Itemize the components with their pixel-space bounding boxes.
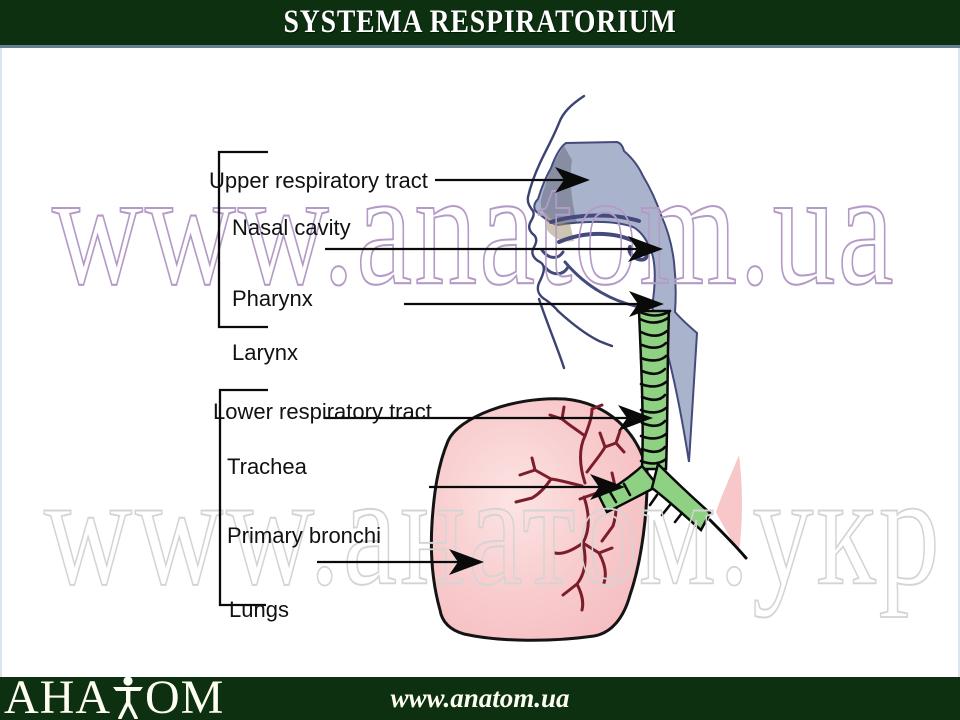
lung-shape [429,397,649,642]
logo-suffix: ОМ [145,671,225,720]
site-url: www.anatom.ua [390,683,570,713]
right-lung-edge [716,455,742,553]
vitruvian-t-icon [113,676,143,719]
upper-tract-bracket [217,150,268,329]
nasal-shadow [540,146,577,225]
header-divider [0,45,960,48]
title-bar: SYSTEMA RESPIRATORIUM [0,0,960,45]
head-sagittal-section [533,140,699,463]
label-nasal-cavity: Nasal cavity [232,215,351,240]
arrowhead-larynx [629,291,664,317]
label-trachea: Trachea [227,454,307,479]
label-larynx: Larynx [232,340,299,365]
cartilage-rings [608,309,684,524]
annotation-layer [217,150,664,607]
arrowhead-nasal-cavity [555,167,590,193]
arrowhead-lungs [449,549,484,575]
label-lungs: Lungs [229,597,289,622]
lower-tract-bracket [218,388,268,607]
footer-bar: АНА ОМ www.anatom.ua [0,674,960,720]
logo-prefix: АНА [4,671,111,720]
diagram-canvas: www.anatom.ua www.анатом.укр [0,48,960,677]
trachea-shape [597,309,748,560]
slide-title: SYSTEMA RESPIRATORIUM [283,4,677,40]
label-primary-bronchi: Primary bronchi [227,523,382,548]
arrowhead-bronchi [590,474,625,500]
face-profile-outline [526,94,614,370]
right-bronchus [650,461,712,532]
anatomy-illustration [429,94,748,642]
label-pharynx: Pharynx [232,286,313,311]
brand-logo: АНА ОМ [4,674,224,720]
arrowhead-pharynx [628,236,663,262]
arrowhead-trachea [618,405,653,431]
heading-lower-respiratory-tract: Lower respiratory tract [213,399,432,424]
heading-upper-respiratory-tract: Upper respiratory tract [209,168,428,193]
